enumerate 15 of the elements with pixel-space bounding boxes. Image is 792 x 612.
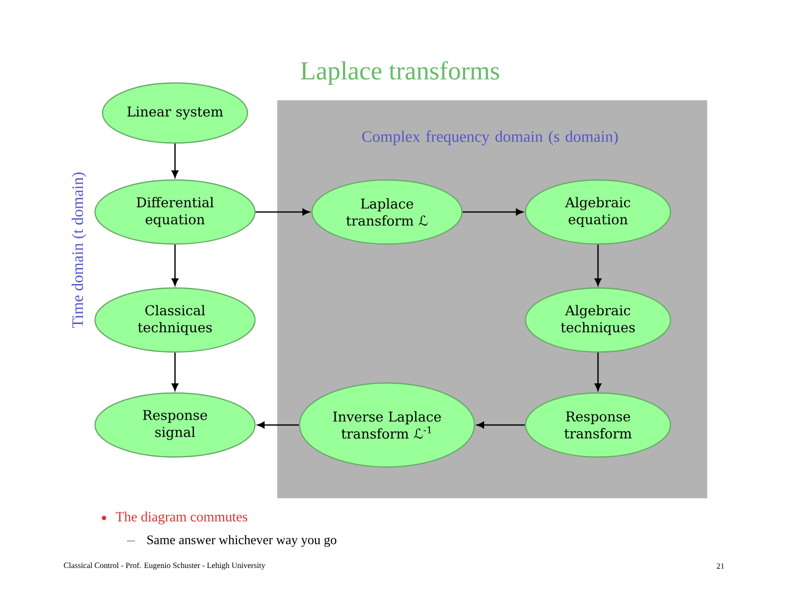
title: Laplace transforms — [300, 61, 500, 85]
vertical-label: Time domain (t domain) — [72, 172, 86, 328]
arrow — [594, 352, 602, 391]
arrow — [172, 144, 178, 178]
bullet-text: The diagram commutes — [116, 512, 248, 524]
arrow — [172, 352, 178, 391]
footer-text: Classical Control - Prof. Eugenio Schuster - Lehigh University — [64, 562, 266, 570]
page-number: 21 — [716, 563, 724, 569]
arrow — [476, 422, 525, 428]
arrow — [172, 244, 178, 286]
arrow — [257, 422, 299, 428]
sub-bullet-text: Same answer whichever way you go — [147, 535, 336, 547]
arrow — [594, 244, 602, 286]
arrow — [256, 208, 310, 216]
arrow — [462, 208, 524, 216]
